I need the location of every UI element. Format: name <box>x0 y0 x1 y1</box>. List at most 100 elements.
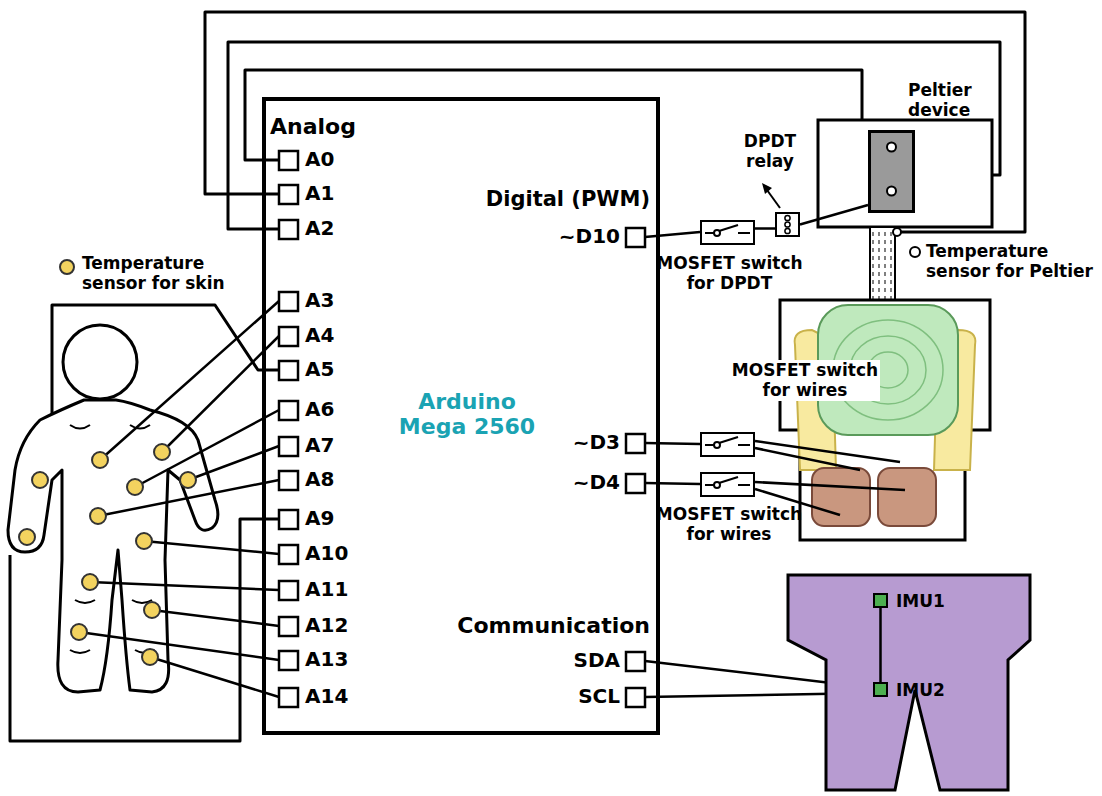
pin <box>279 651 298 670</box>
pin <box>626 228 645 247</box>
wire <box>152 610 279 626</box>
wire <box>228 42 1000 229</box>
legend-text: Temperature sensor for Peltier <box>926 242 1096 281</box>
pin <box>279 510 298 529</box>
legend-swatch <box>59 259 75 275</box>
pin-label: A7 <box>305 434 334 457</box>
wire <box>755 482 905 490</box>
pin-label: ~D4 <box>573 471 620 494</box>
pin <box>279 361 298 380</box>
pin <box>279 185 298 204</box>
wire <box>79 632 279 660</box>
pin-label: A5 <box>305 358 334 381</box>
skin-sensor <box>32 472 48 488</box>
wire <box>645 232 700 237</box>
mosfet-switch: MOSFET switch for wires <box>700 472 755 497</box>
pin-label: A1 <box>305 182 334 205</box>
pointer-arrow <box>767 190 780 208</box>
node-label: MOSFET switch for wires <box>654 505 804 544</box>
section-heading: Communication <box>457 613 650 638</box>
pin <box>279 151 298 170</box>
switch-symbol <box>702 434 753 455</box>
node-label: IMU1 <box>896 592 966 612</box>
pointer-arrowhead <box>762 183 772 194</box>
pin-label: A11 <box>305 578 348 601</box>
switch-symbol <box>702 474 753 495</box>
dpdt-relay: DPDT relay <box>775 212 800 237</box>
mosfet-switch: MOSFET switch for wires <box>700 432 755 457</box>
pin-label: A6 <box>305 398 334 421</box>
peltier-sensors <box>871 133 912 210</box>
node-label: MOSFET switch for wires <box>730 360 880 401</box>
heating-pad <box>878 468 936 526</box>
heat-pipe <box>870 227 895 302</box>
skin-sensor <box>71 624 87 640</box>
pin <box>279 617 298 636</box>
pin-label: A13 <box>305 648 348 671</box>
wire <box>135 410 279 487</box>
skin-sensor <box>90 508 106 524</box>
skin-sensor <box>19 529 35 545</box>
pin <box>279 545 298 564</box>
node-label: IMU2 <box>896 681 966 701</box>
heating-pad <box>812 468 870 526</box>
connector-wire <box>800 205 868 225</box>
pin <box>279 437 298 456</box>
imu-sensor: IMU1 <box>873 593 888 608</box>
body-detail <box>70 425 155 653</box>
relay-contacts <box>777 214 798 235</box>
pin <box>279 688 298 707</box>
garment-outline <box>780 300 990 540</box>
wire <box>150 657 279 697</box>
pin-label: A9 <box>305 507 334 530</box>
peltier-device: Peltier device <box>868 130 915 213</box>
pin-label: A3 <box>305 289 334 312</box>
pin-label: ~D3 <box>573 431 620 454</box>
pin <box>279 327 298 346</box>
pin <box>626 652 645 671</box>
skin-sensor <box>142 649 158 665</box>
imu-sensor: IMU2 <box>873 682 888 697</box>
pin <box>279 401 298 420</box>
legend-text: Temperature sensor for skin <box>82 254 257 293</box>
skin-sensor <box>92 452 108 468</box>
wire <box>90 582 279 590</box>
pin-label: ~D10 <box>559 225 620 248</box>
node-label: Peltier device <box>908 81 1000 120</box>
pin <box>626 434 645 453</box>
pin-label: A2 <box>305 217 334 240</box>
wire <box>205 12 1025 232</box>
node-label: Arduino Mega 2560 <box>397 389 537 440</box>
pin-label: A14 <box>305 685 348 708</box>
pin <box>279 581 298 600</box>
pin-label: SDA <box>574 649 620 672</box>
skin-sensor <box>180 472 196 488</box>
pin-label: A0 <box>305 148 334 171</box>
pin-label: A10 <box>305 542 348 565</box>
pin <box>626 688 645 707</box>
wire <box>100 301 279 460</box>
head-outline <box>63 325 137 399</box>
legend-symbol <box>909 246 921 258</box>
wire <box>645 483 700 484</box>
pin <box>279 220 298 239</box>
imu-pants <box>788 575 1030 790</box>
pin-label: A4 <box>305 324 334 347</box>
wire <box>755 448 860 470</box>
node-label: DPDT relay <box>732 132 808 171</box>
section-heading: Analog <box>270 114 356 139</box>
connector-wire <box>879 608 882 682</box>
wire <box>144 541 279 554</box>
pin <box>279 292 298 311</box>
section-heading: Digital (PWM) <box>486 187 650 211</box>
pin-label: SCL <box>578 685 620 708</box>
pin <box>279 471 298 490</box>
pin-label: A8 <box>305 468 334 491</box>
wire <box>645 443 700 444</box>
connector-wire <box>755 227 775 230</box>
switch-symbol <box>702 222 753 243</box>
mosfet-switch: MOSFET switch for DPDT <box>700 220 755 245</box>
skin-sensor <box>82 574 98 590</box>
skin-sensor <box>154 444 170 460</box>
